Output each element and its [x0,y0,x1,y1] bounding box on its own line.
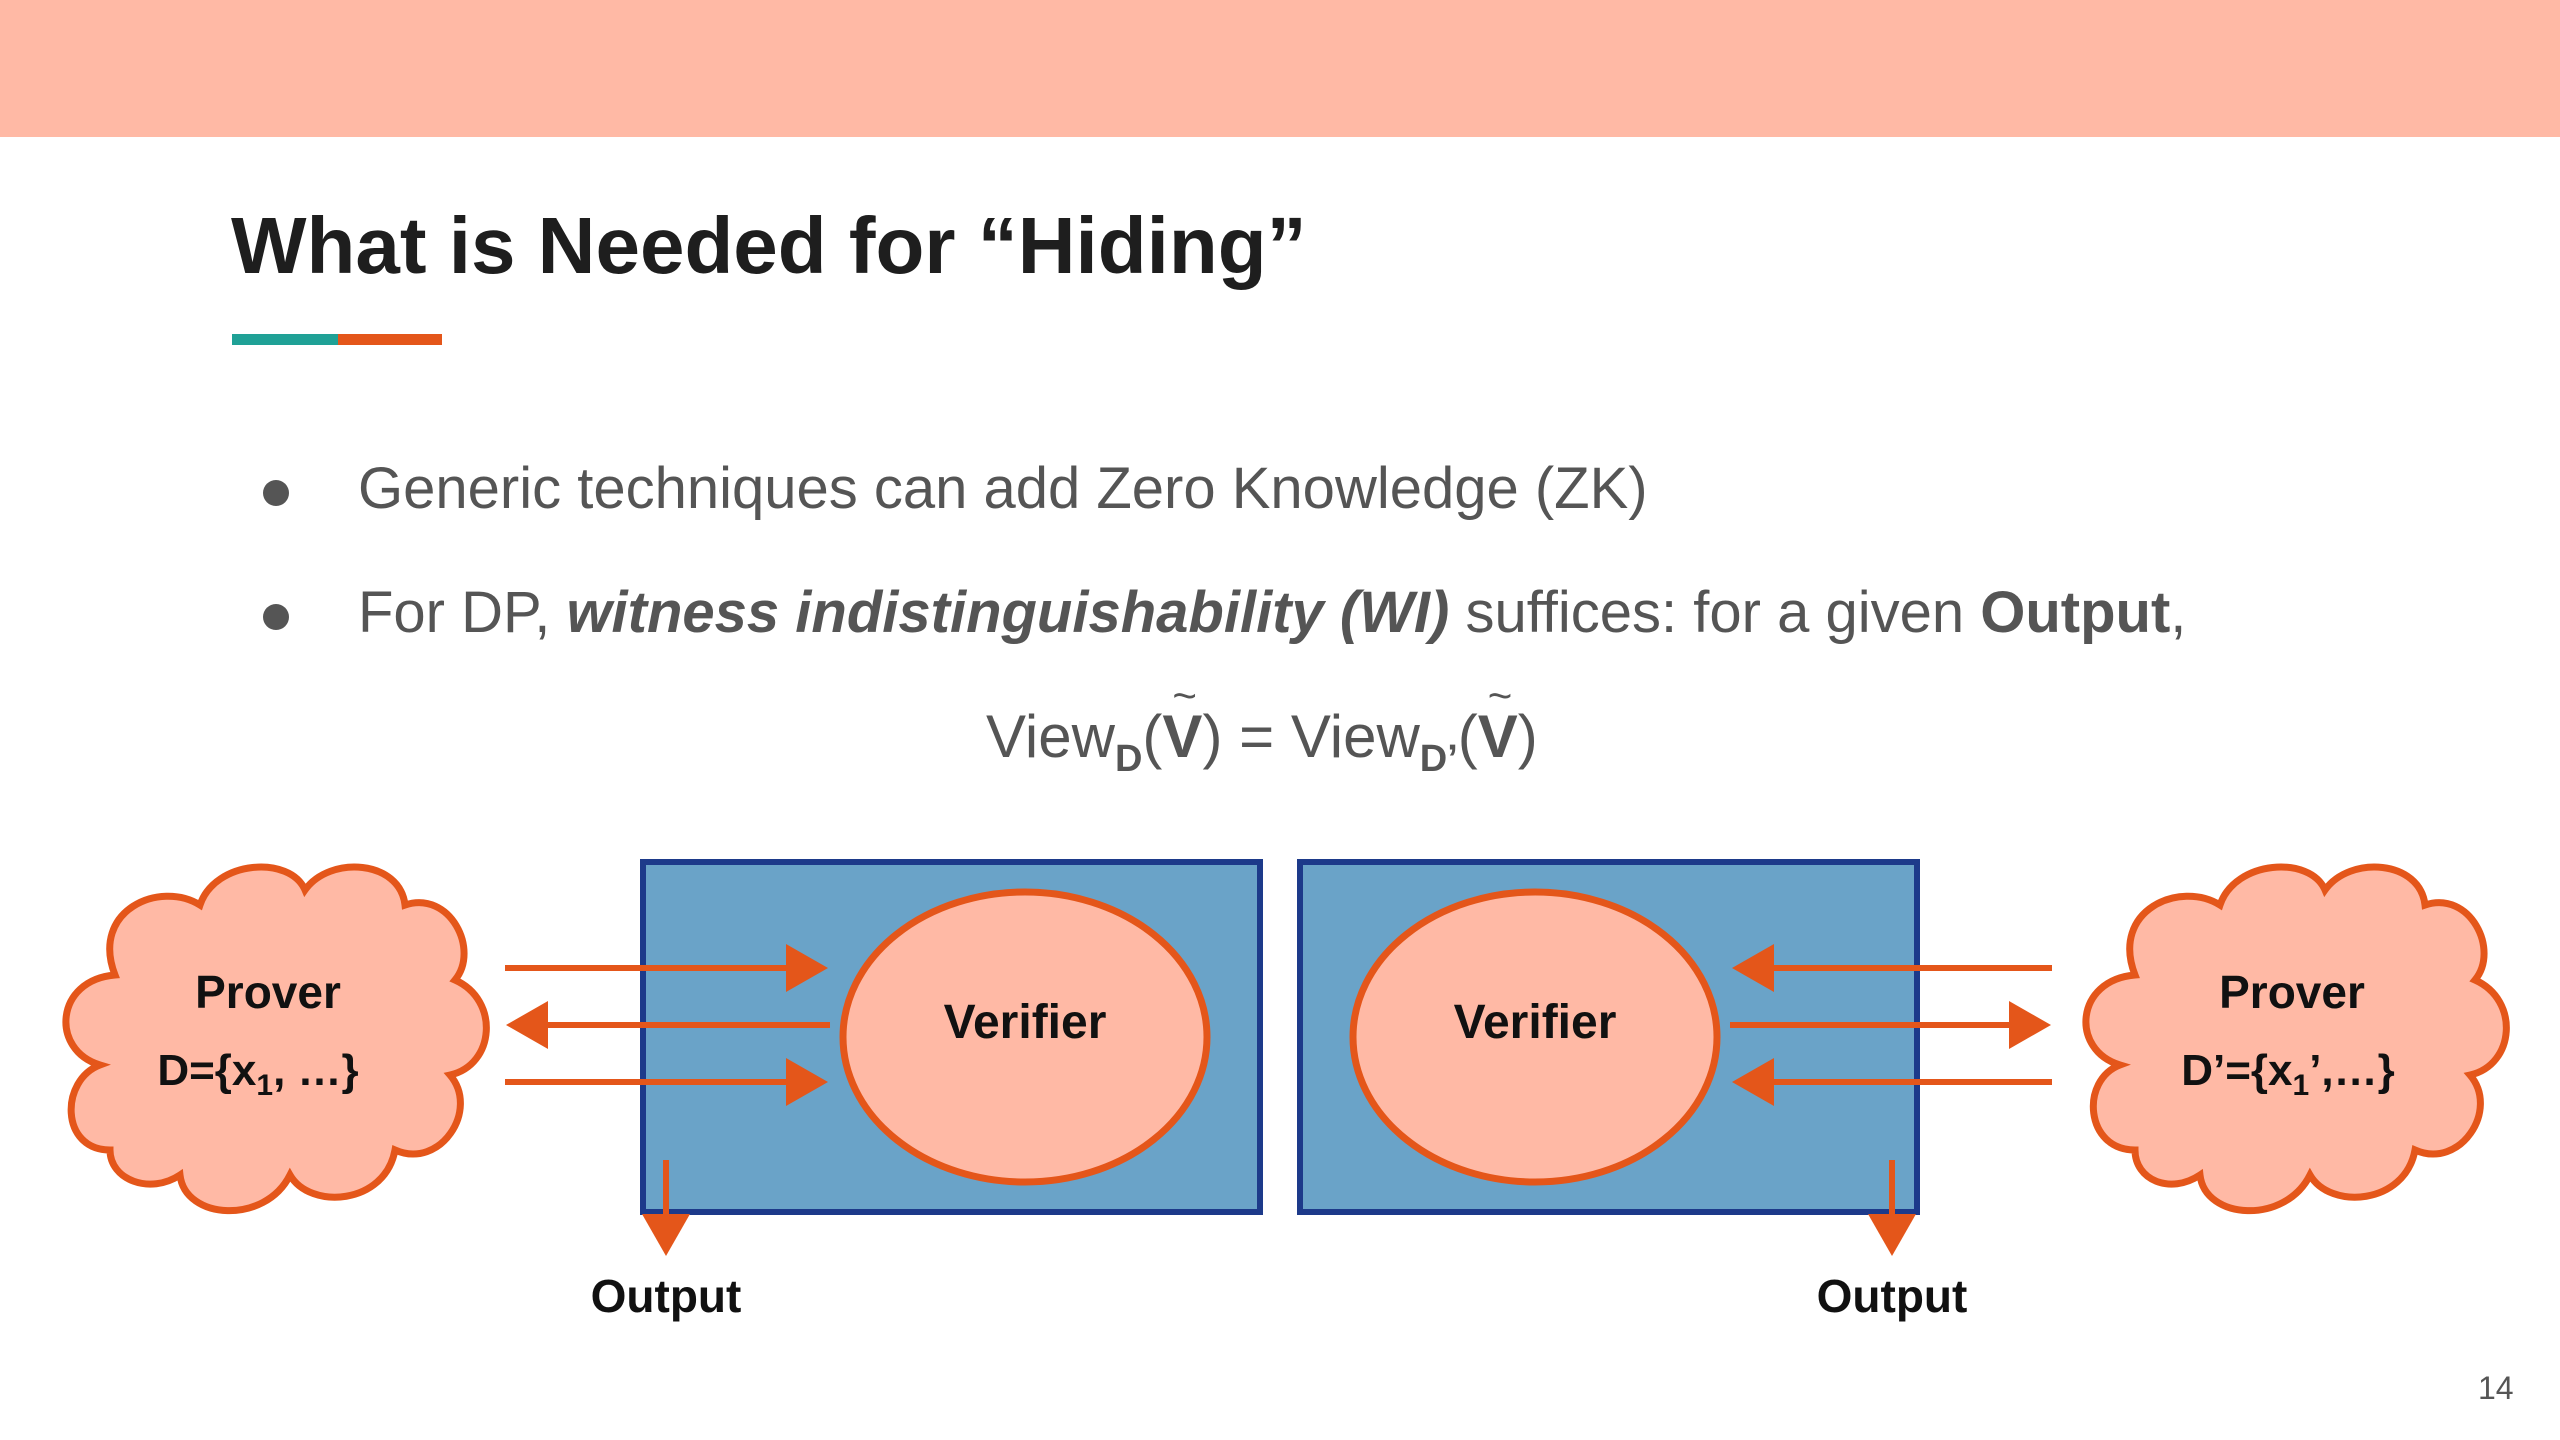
right-scenario: Prover D’={x1’,…} Verifier Output [1297,859,2510,1322]
prover-cloud-left [62,863,490,1215]
bullet-text-mid: suffices: for a given [1449,580,1981,645]
page-number: 14 [2478,1370,2514,1406]
dataset-suffix-right: ’,…} [2309,1046,2395,1095]
top-banner [0,0,2560,137]
dataset-label-right: D’={x1’,…} [2181,1046,2395,1102]
formula-view-right: View [1290,703,1420,770]
verifier-label-right: Verifier [1454,996,1617,1049]
output-label-left: Output [591,1270,742,1322]
formula-view-left: View [986,703,1115,770]
formula-sub-left: D [1114,738,1143,780]
bullet-text-emphasis: witness indistinguishability (WI) [566,580,1450,645]
verifier-ellipse-right [1349,888,1721,1186]
bullet-text-pre: For DP, [358,580,567,645]
output-label-right: Output [1817,1270,1968,1322]
prover-label-right: Prover [2219,966,2365,1018]
bullet-text: Generic techniques can add Zero Knowledg… [358,456,1648,521]
bullet-dot [263,480,289,506]
bullet-dot [263,604,289,630]
bullet-text-strong: Output [1980,580,2171,645]
prover-cloud-right [2082,863,2510,1215]
title-underline-orange [338,334,442,345]
formula-verifier-right: V [1478,672,1518,771]
view-equality-formula: ViewD(V) = ViewD’(V) [986,672,1538,781]
verifier-ellipse-left [839,888,1211,1186]
dataset-prefix-right: D’={x [2181,1046,2293,1095]
dataset-suffix-left: , …} [273,1046,359,1095]
title-underline-teal [232,334,338,345]
bullet-text-post: , [2170,580,2187,645]
bullet-text: For DP, witness indistinguishability (WI… [358,584,2186,642]
page-title: What is Needed for “Hiding” [231,201,1307,290]
prover-label-left: Prover [195,966,341,1018]
verifier-label-left: Verifier [944,996,1107,1049]
left-scenario: Prover D={x1, …} Verifier Output [62,859,1263,1322]
dataset-prefix-left: D={x [157,1046,257,1095]
dataset-label-left: D={x1, …} [157,1046,358,1102]
formula-verifier-left: V [1162,672,1202,771]
formula-equals: = [1222,703,1291,770]
formula-sub-right: D’ [1419,738,1458,780]
dataset-sub-right: 1 [2293,1069,2310,1102]
dataset-sub-left: 1 [256,1069,273,1102]
